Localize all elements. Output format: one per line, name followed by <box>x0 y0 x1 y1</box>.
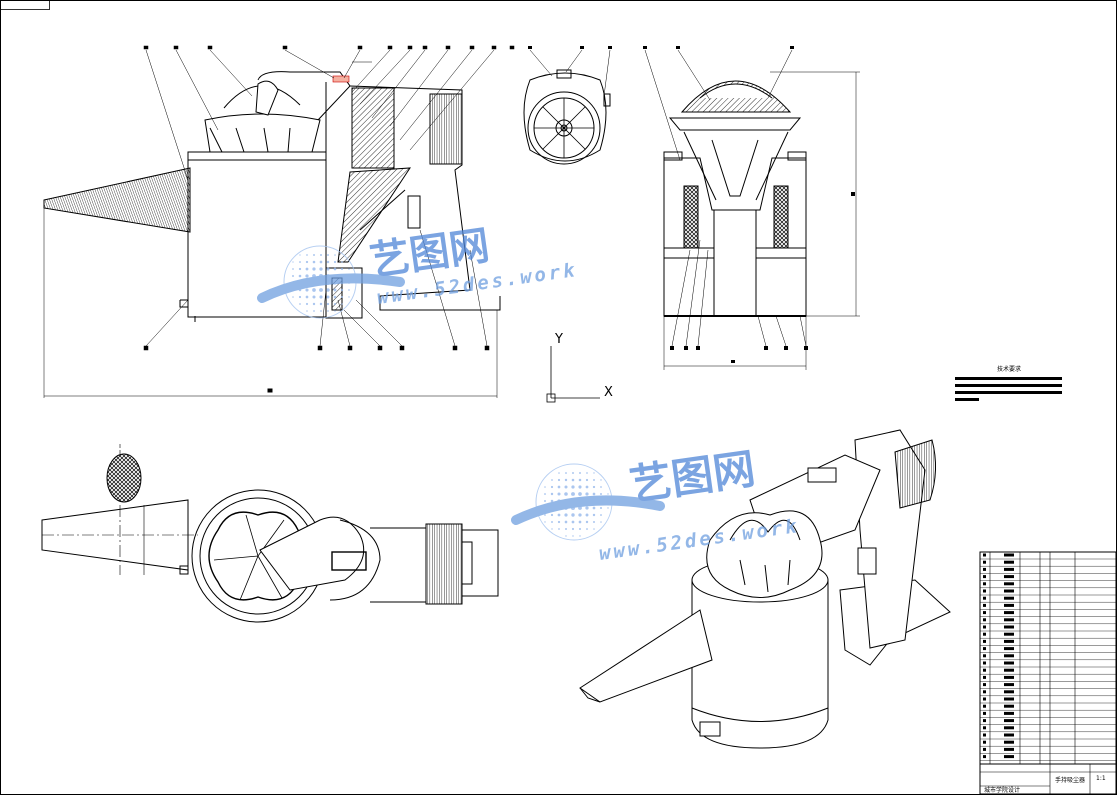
rear-motor-view <box>523 46 612 165</box>
section-detail-ellipse <box>106 453 142 503</box>
top-view <box>41 444 499 623</box>
title-block-rows <box>980 553 1116 761</box>
isometric-view <box>579 429 951 749</box>
tech-notes-heading: 技术要求 <box>997 365 1021 373</box>
front-section-view <box>643 46 860 370</box>
axis-x-label: X <box>604 385 613 400</box>
drawing-name: 手持吸尘器 <box>1055 776 1085 784</box>
watermark-brand-2: 艺图网 <box>627 444 759 510</box>
axis-y-label: Y <box>554 332 563 347</box>
watermark-globe-icon-2 <box>511 463 665 541</box>
tech-notes: 技术要求 <box>955 365 1062 401</box>
section-side-view <box>43 71 501 398</box>
title-block <box>979 551 1117 795</box>
ucs-axes-icon <box>546 346 600 403</box>
watermark-top: 艺图网 www.52des.work <box>257 223 579 319</box>
drawing-scale: 1:1 <box>1096 775 1106 782</box>
side-view-leaders <box>143 45 515 351</box>
title-footer: 城市学院设计 <box>984 786 1020 794</box>
watermark-globe-icon <box>257 245 405 319</box>
